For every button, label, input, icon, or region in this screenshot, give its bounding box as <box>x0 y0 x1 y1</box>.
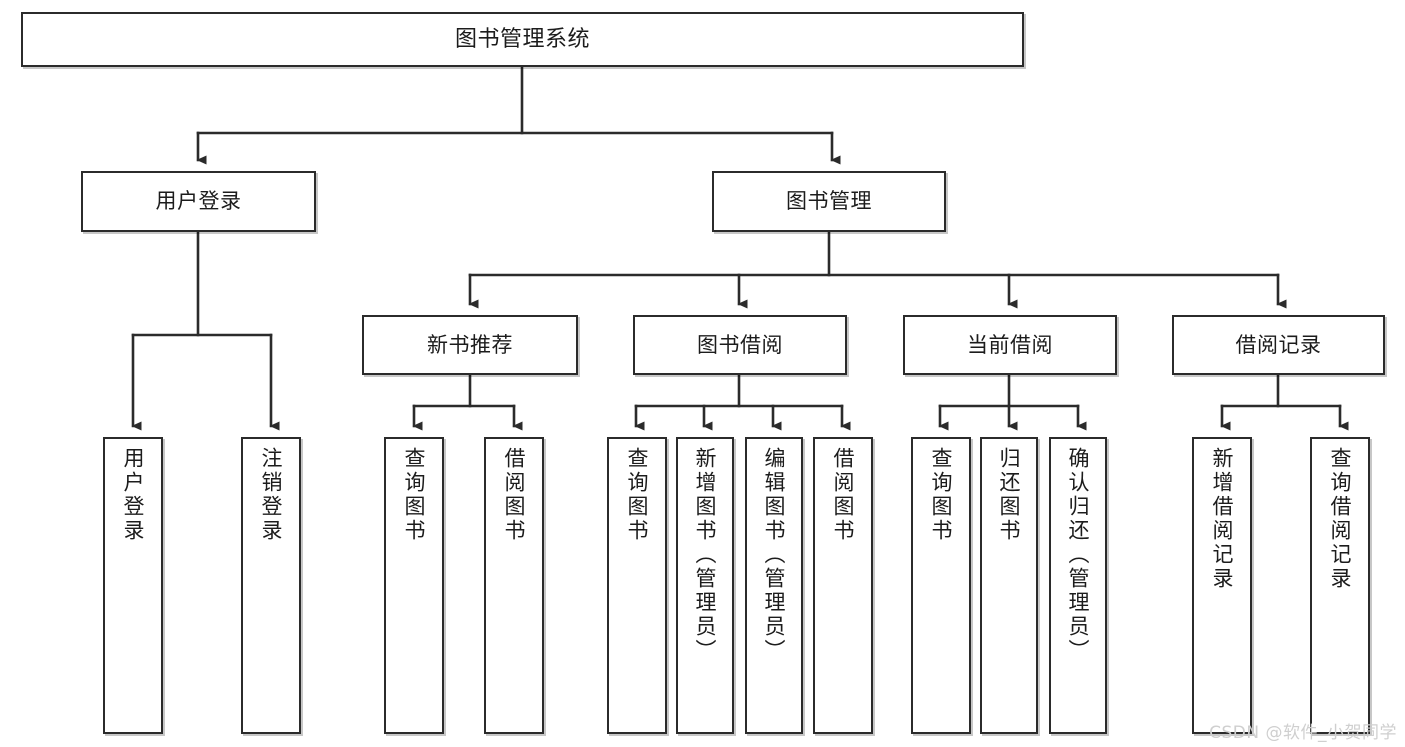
node-leaf-add-record[interactable]: 新增借阅记录 <box>1192 437 1252 734</box>
node-leaf-edit-book-label: 编辑图书（管理员） <box>762 447 787 663</box>
node-leaf-query-book-2-label: 查询图书 <box>625 447 650 543</box>
node-root[interactable]: 图书管理系统 <box>21 12 1024 67</box>
node-leaf-user-logout[interactable]: 注销登录 <box>241 437 301 734</box>
node-leaf-borrow-book-1[interactable]: 借阅图书 <box>484 437 544 734</box>
node-leaf-confirm-return[interactable]: 确认归还（管理员） <box>1049 437 1107 734</box>
node-new-book-recommend-label: 新书推荐 <box>427 332 513 357</box>
node-user-login-label: 用户登录 <box>155 189 242 214</box>
node-leaf-query-book-1[interactable]: 查询图书 <box>384 437 444 734</box>
node-current-borrow[interactable]: 当前借阅 <box>903 315 1117 375</box>
node-leaf-query-record-label: 查询借阅记录 <box>1328 447 1353 591</box>
node-leaf-borrow-book-2-label: 借阅图书 <box>831 447 856 543</box>
node-leaf-confirm-return-label: 确认归还（管理员） <box>1066 447 1091 663</box>
node-leaf-borrow-book-1-label: 借阅图书 <box>502 447 527 543</box>
node-leaf-add-book[interactable]: 新增图书（管理员） <box>676 437 734 734</box>
node-book-manage[interactable]: 图书管理 <box>712 171 946 232</box>
node-user-login[interactable]: 用户登录 <box>81 171 316 232</box>
node-book-borrow-label: 图书借阅 <box>697 332 783 357</box>
node-current-borrow-label: 当前借阅 <box>967 332 1053 357</box>
node-leaf-query-book-2[interactable]: 查询图书 <box>607 437 667 734</box>
node-leaf-query-record[interactable]: 查询借阅记录 <box>1310 437 1370 734</box>
node-leaf-user-login-label: 用户登录 <box>121 447 146 543</box>
node-leaf-return-book[interactable]: 归还图书 <box>980 437 1038 734</box>
node-leaf-edit-book[interactable]: 编辑图书（管理员） <box>745 437 803 734</box>
node-leaf-add-record-label: 新增借阅记录 <box>1210 447 1235 591</box>
node-borrow-record[interactable]: 借阅记录 <box>1172 315 1385 375</box>
node-leaf-query-book-3[interactable]: 查询图书 <box>911 437 971 734</box>
node-leaf-user-logout-label: 注销登录 <box>259 447 284 543</box>
node-leaf-query-book-3-label: 查询图书 <box>929 447 954 543</box>
node-leaf-return-book-label: 归还图书 <box>997 447 1022 543</box>
node-book-borrow[interactable]: 图书借阅 <box>633 315 847 375</box>
node-leaf-borrow-book-2[interactable]: 借阅图书 <box>813 437 873 734</box>
watermark: CSDN @软件_小贺同学 <box>1209 723 1397 743</box>
node-borrow-record-label: 借阅记录 <box>1235 332 1322 357</box>
node-leaf-add-book-label: 新增图书（管理员） <box>693 447 718 663</box>
node-root-label: 图书管理系统 <box>454 26 590 52</box>
node-leaf-user-login[interactable]: 用户登录 <box>103 437 163 734</box>
node-leaf-query-book-1-label: 查询图书 <box>402 447 427 543</box>
node-new-book-recommend[interactable]: 新书推荐 <box>362 315 578 375</box>
node-book-manage-label: 图书管理 <box>786 189 872 214</box>
